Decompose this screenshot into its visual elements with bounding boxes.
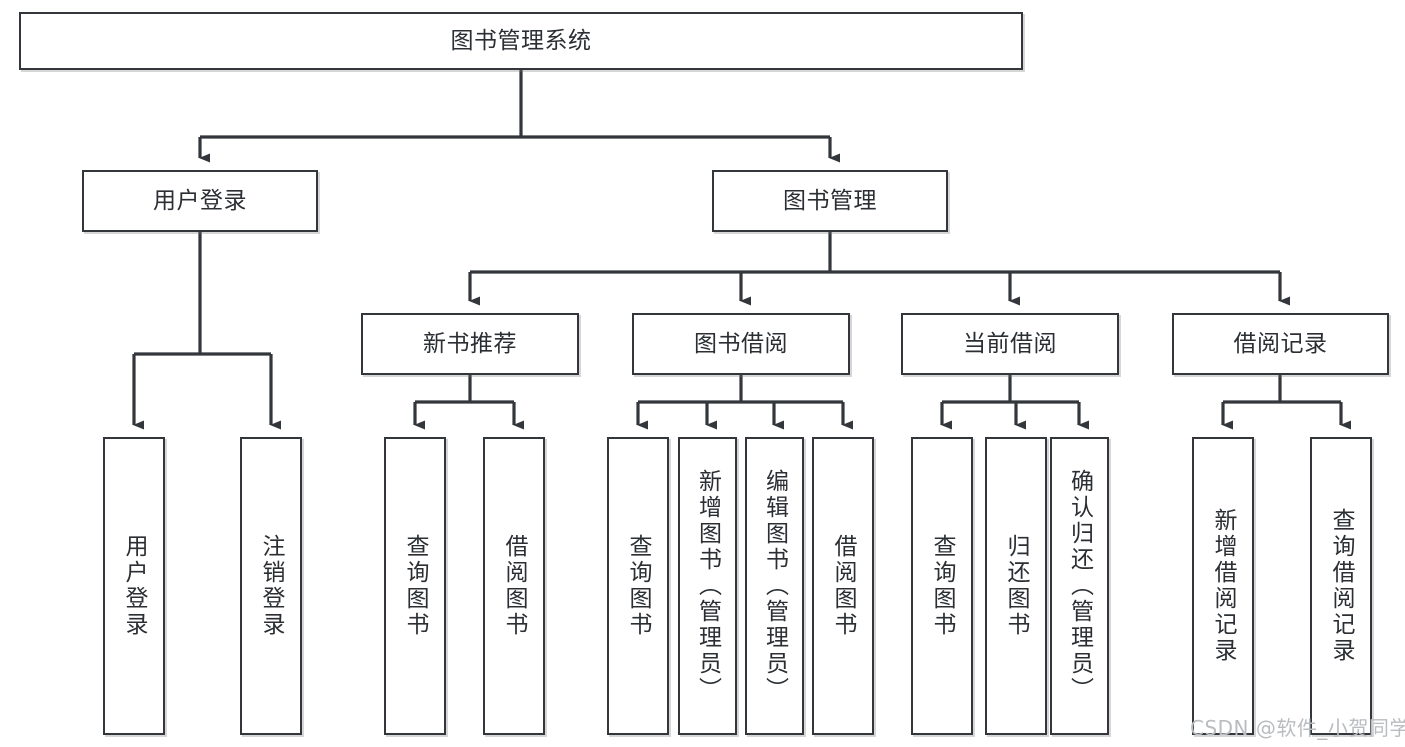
node-borrow-record-label: 借阅记录 [1233, 330, 1328, 357]
node-book-borrow[interactable]: 图书借阅 [632, 313, 850, 375]
node-leaf-user-login[interactable]: 用户登录 [103, 437, 165, 735]
node-leaf-borrow-book-rec-label: 借阅图书 [501, 534, 528, 638]
node-leaf-logout-label: 注销登录 [258, 534, 285, 638]
node-leaf-query-book-cur[interactable]: 查询图书 [911, 437, 973, 735]
node-leaf-borrow-book-bor-label: 借阅图书 [830, 534, 857, 638]
node-leaf-return-book[interactable]: 归还图书 [985, 437, 1047, 735]
node-root[interactable]: 图书管理系统 [19, 12, 1023, 70]
node-leaf-edit-book-label: 编辑图书（管理员） [761, 469, 788, 703]
node-user-login[interactable]: 用户登录 [82, 170, 318, 232]
node-book-manage[interactable]: 图书管理 [712, 170, 948, 232]
node-current-borrow-label: 当前借阅 [963, 330, 1057, 357]
node-leaf-query-book-rec-label: 查询图书 [402, 534, 429, 638]
node-leaf-query-book-bor[interactable]: 查询图书 [607, 437, 669, 735]
node-root-label: 图书管理系统 [450, 27, 592, 54]
node-leaf-borrow-book-bor[interactable]: 借阅图书 [812, 437, 874, 735]
node-new-book-rec[interactable]: 新书推荐 [361, 313, 579, 375]
node-new-book-rec-label: 新书推荐 [423, 330, 517, 357]
node-leaf-confirm-return[interactable]: 确认归还（管理员） [1050, 437, 1109, 735]
csdn-watermark: CSDN @软件_小贺同学 [1190, 716, 1405, 740]
node-leaf-edit-book[interactable]: 编辑图书（管理员） [745, 437, 804, 735]
node-leaf-query-record-label: 查询借阅记录 [1328, 508, 1355, 664]
node-book-manage-label: 图书管理 [783, 187, 877, 214]
node-leaf-confirm-return-label: 确认归还（管理员） [1066, 469, 1093, 703]
node-book-borrow-label: 图书借阅 [694, 330, 788, 357]
node-borrow-record[interactable]: 借阅记录 [1172, 313, 1389, 375]
node-leaf-add-record-label: 新增借阅记录 [1210, 508, 1237, 664]
node-leaf-add-record[interactable]: 新增借阅记录 [1192, 437, 1254, 735]
node-user-login-label: 用户登录 [153, 187, 247, 214]
node-leaf-query-book-rec[interactable]: 查询图书 [384, 437, 446, 735]
node-leaf-query-book-bor-label: 查询图书 [625, 534, 652, 638]
node-leaf-add-book-label: 新增图书（管理员） [694, 469, 721, 703]
node-leaf-logout[interactable]: 注销登录 [240, 437, 302, 735]
node-leaf-query-record[interactable]: 查询借阅记录 [1310, 437, 1372, 735]
node-leaf-query-book-cur-label: 查询图书 [929, 534, 956, 638]
node-current-borrow[interactable]: 当前借阅 [901, 313, 1119, 375]
node-leaf-borrow-book-rec[interactable]: 借阅图书 [483, 437, 545, 735]
node-leaf-add-book[interactable]: 新增图书（管理员） [678, 437, 737, 735]
node-leaf-user-login-label: 用户登录 [121, 534, 148, 638]
node-leaf-return-book-label: 归还图书 [1003, 534, 1030, 638]
